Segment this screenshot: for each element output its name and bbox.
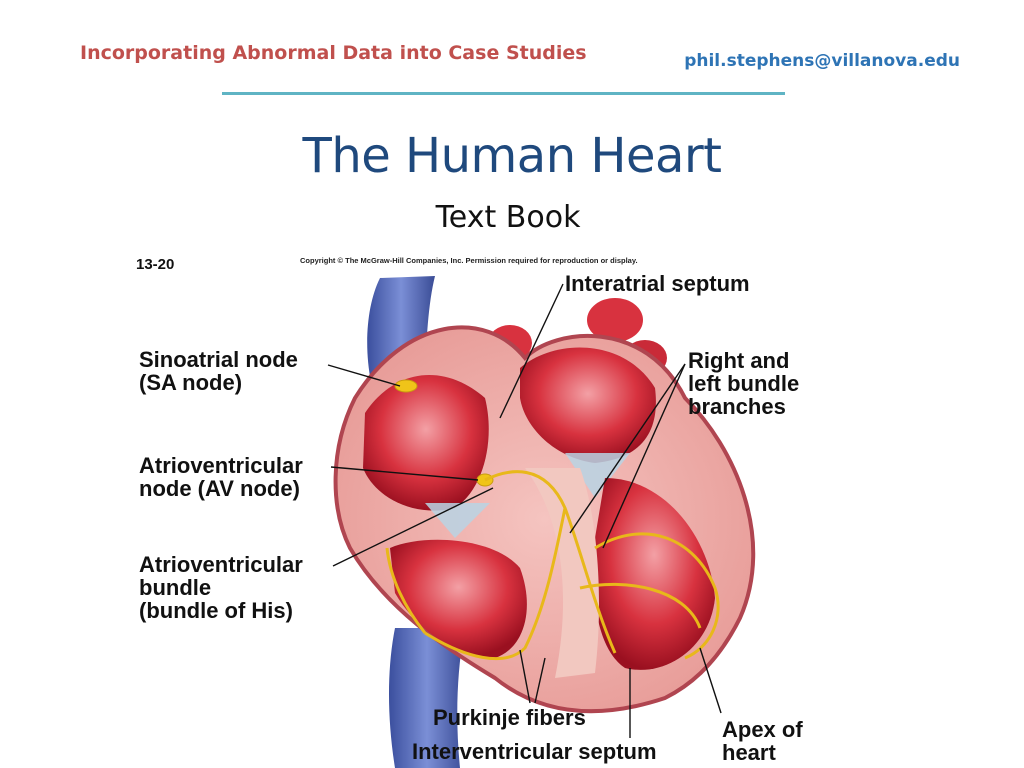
sa-node xyxy=(394,379,418,393)
label-apex-of-heart: Apex of heart xyxy=(722,717,803,765)
label-av-node: Atrioventricular node (AV node) xyxy=(139,453,303,501)
label-av-bundle: Atrioventricular bundle (bundle of His) xyxy=(139,552,303,623)
inferior-vena-cava xyxy=(389,628,465,768)
right-ventricle xyxy=(390,539,527,658)
interventricular-septum xyxy=(525,468,600,678)
label-bundle-branches: Right and left bundle branches xyxy=(688,348,800,419)
label-interatrial-septum: Interatrial septum xyxy=(565,271,750,296)
aortic-branch xyxy=(587,298,643,342)
label-purkinje-fibers: Purkinje fibers xyxy=(433,705,586,730)
left-atrium xyxy=(520,347,656,463)
heart-illustration xyxy=(327,276,756,768)
figure-number: 13-20 xyxy=(136,256,175,273)
label-sa-node: Sinoatrial node (SA node) xyxy=(139,347,298,395)
right-atrium xyxy=(363,375,489,511)
figure-copyright: Copyright © The McGraw-Hill Companies, I… xyxy=(300,256,638,265)
mitral-valve xyxy=(565,453,630,498)
course-title: Incorporating Abnormal Data into Case St… xyxy=(80,42,587,64)
leader-lines xyxy=(327,283,722,738)
heart-diagram: 13-20 Copyright © The McGraw-Hill Compan… xyxy=(125,248,845,768)
slide-title: The Human Heart xyxy=(302,128,723,184)
author-email[interactable]: phil.stephens@villanova.edu xyxy=(684,51,960,71)
left-ventricle xyxy=(593,478,715,670)
label-interventricular-septum: Interventricular septum xyxy=(412,739,657,764)
slide-subtitle: Text Book xyxy=(435,200,581,235)
conduction-pathway xyxy=(385,470,720,661)
tricuspid-valve xyxy=(425,503,490,538)
header-divider xyxy=(222,92,785,95)
